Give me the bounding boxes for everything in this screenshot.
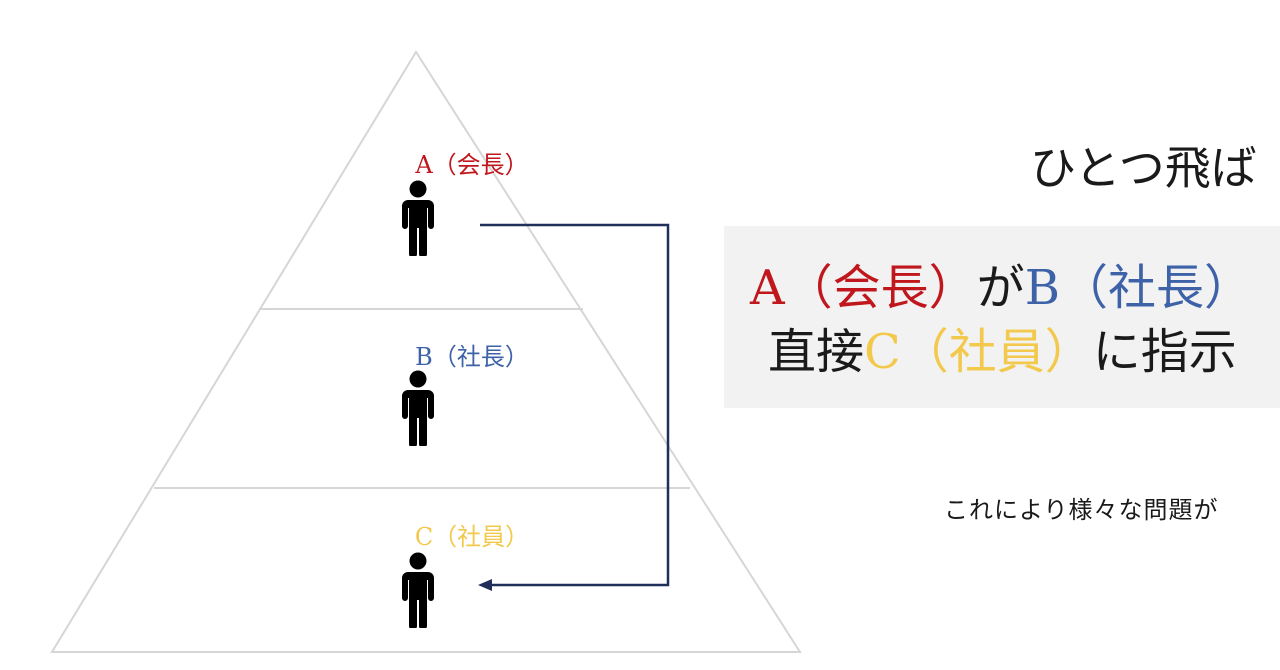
highlight-mid: が bbox=[976, 260, 1025, 316]
person-icon-c bbox=[402, 552, 434, 628]
level-label-c: C（社員） bbox=[414, 523, 530, 551]
highlight-c: C（社員） bbox=[864, 324, 1093, 380]
pyramid-outline bbox=[50, 50, 802, 653]
slide-title: ひとつ飛ば bbox=[1030, 141, 1257, 195]
person-icon-a bbox=[402, 180, 434, 256]
person-icon-b bbox=[402, 370, 434, 446]
highlight-post: に指示 bbox=[1092, 324, 1237, 380]
highlight-line-2: 直接C（社員）に指示 bbox=[768, 312, 1237, 382]
highlight-box bbox=[724, 226, 1280, 408]
arrow-left-icon bbox=[478, 579, 492, 591]
highlight-pre: 直接 bbox=[768, 324, 865, 380]
highlight-a: A（会長） bbox=[750, 260, 977, 316]
level-label-a: A（会長） bbox=[415, 151, 529, 179]
level-label-b: B（社長） bbox=[415, 343, 529, 371]
footer-note: これにより様々な問題が bbox=[944, 496, 1219, 524]
highlight-line-1: A（会長）がB（社長） bbox=[750, 248, 1252, 318]
connector-line bbox=[480, 223, 670, 587]
highlight-b: B（社長） bbox=[1024, 260, 1252, 316]
